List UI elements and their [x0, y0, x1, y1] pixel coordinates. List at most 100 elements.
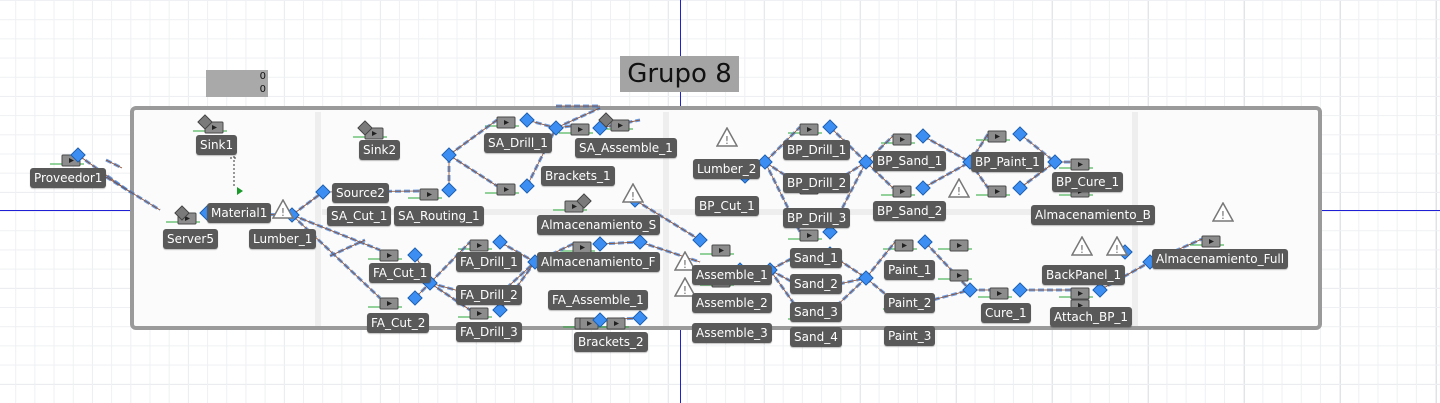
bp-drill-3-label[interactable]: BP_Drill_3: [783, 208, 851, 228]
proveedor1-label[interactable]: Proveedor1: [30, 168, 107, 188]
paint-1-label[interactable]: Paint_1: [884, 260, 936, 280]
bp-cure-1-label[interactable]: BP_Cure_1: [1052, 172, 1124, 192]
almacenamiento-b-label[interactable]: Almacenamiento_B: [1031, 205, 1155, 225]
almacenamiento-s-label[interactable]: Almacenamiento_S: [537, 215, 661, 235]
bp-cut-1-label[interactable]: BP_Cut_1: [695, 196, 759, 216]
brackets-2-label[interactable]: Brackets_2: [574, 332, 648, 352]
bp-sand-2-label[interactable]: BP_Sand_2: [873, 201, 947, 221]
fa-drill-2-label[interactable]: FA_Drill_2: [456, 285, 522, 305]
backpanel-1-label[interactable]: BackPanel_1: [1042, 265, 1126, 285]
node-diamond: [1012, 180, 1028, 196]
bp-drill-1-label[interactable]: BP_Drill_1: [783, 140, 851, 160]
server-glyph: [900, 189, 905, 194]
assemble-1-label[interactable]: Assemble_1: [692, 265, 772, 285]
connector-line: [291, 214, 381, 299]
counter-value-2: 0: [259, 84, 266, 95]
counter-value-1: 0: [259, 71, 266, 82]
bp-drill-2-label[interactable]: BP_Drill_2: [783, 173, 851, 193]
node-diamond: [1047, 154, 1063, 170]
paint-3-label[interactable]: Paint_3: [884, 326, 936, 346]
node-diamond: [315, 184, 331, 200]
status-counter: 0 0: [206, 70, 268, 97]
connector-line: [865, 241, 896, 279]
group-title[interactable]: Grupo 8: [620, 56, 739, 92]
connector-line: [639, 241, 701, 263]
almacenamiento-f-label[interactable]: Almacenamiento_F: [537, 252, 660, 272]
node-diamond: [962, 282, 978, 298]
assemble-2-label[interactable]: Assemble_2: [692, 293, 772, 313]
connector-line: [922, 161, 971, 189]
sa-assemble-1-label[interactable]: SA_Assemble_1: [575, 138, 677, 158]
fa-cut-2-label[interactable]: FA_Cut_2: [367, 313, 430, 333]
server-glyph: [572, 204, 577, 209]
server-glyph: [807, 127, 812, 132]
node-diamond: [519, 112, 535, 128]
svg-text:!: !: [281, 206, 285, 219]
material-marker-icon: [230, 152, 243, 195]
almacenamiento-full-label[interactable]: Almacenamiento_Full: [1152, 249, 1289, 269]
node-diamond: [915, 128, 931, 144]
server-glyph: [504, 120, 509, 125]
sand-2-label[interactable]: Sand_2: [790, 274, 842, 294]
node-diamond: [519, 178, 535, 194]
node-diamond: [858, 154, 874, 170]
material1-label[interactable]: Material1: [207, 203, 272, 223]
bp-sand-1-label[interactable]: BP_Sand_1: [873, 151, 947, 171]
node-diamond: [70, 147, 86, 163]
sa-routing-1-label[interactable]: SA_Routing_1: [394, 206, 484, 226]
connector-line: [865, 161, 894, 189]
server-glyph: [185, 216, 190, 221]
server-glyph: [900, 137, 905, 142]
output-diamond: [357, 120, 373, 136]
fa-drill-3-label[interactable]: FA_Drill_3: [456, 322, 522, 342]
node-diamond: [592, 312, 608, 328]
node-diamond: [822, 119, 838, 135]
fa-assemble-1-label[interactable]: FA_Assemble_1: [548, 290, 648, 310]
server5-label[interactable]: Server5: [163, 229, 218, 249]
connector-line: [555, 107, 601, 129]
node-diamond: [858, 270, 874, 286]
paint-2-label[interactable]: Paint_2: [884, 293, 936, 313]
node-diamond: [757, 154, 773, 170]
connector-line: [329, 239, 366, 257]
bp-paint-1-label[interactable]: BP_Paint_1: [971, 152, 1044, 172]
server-glyph: [902, 243, 907, 248]
source2-label[interactable]: Source2: [332, 183, 389, 203]
server-glyph: [957, 243, 962, 248]
connector-line: [764, 126, 801, 163]
sa-cut-1-label[interactable]: SA_Cut_1: [327, 206, 392, 226]
warning-icon: !: [674, 277, 696, 297]
sand-1-label[interactable]: Sand_1: [790, 248, 842, 268]
connector-line: [1019, 161, 1056, 189]
server-glyph: [618, 123, 623, 128]
fa-cut-1-label[interactable]: FA_Cut_1: [369, 263, 432, 283]
node-diamond: [407, 290, 423, 306]
server-glyph: [372, 131, 377, 136]
node-diamond: [548, 120, 564, 136]
server-glyph: [719, 248, 724, 253]
server-glyph: [1078, 162, 1083, 167]
connector-line: [429, 241, 471, 284]
brackets-1-label[interactable]: Brackets_1: [541, 166, 615, 186]
lumber-2-label[interactable]: Lumber_2: [693, 159, 761, 179]
attach-bp-1-label[interactable]: Attach_BP_1: [1050, 307, 1133, 327]
sa-drill-1-label[interactable]: SA_Drill_1: [484, 133, 552, 153]
server-glyph: [387, 301, 392, 306]
lumber-1-label[interactable]: Lumber_1: [249, 229, 317, 249]
node-diamond: [917, 234, 933, 250]
cure-1-label[interactable]: Cure_1: [981, 303, 1031, 323]
connector-line: [429, 282, 471, 311]
node-diamond: [441, 147, 457, 163]
sand-3-label[interactable]: Sand_3: [790, 302, 842, 322]
sand-4-label[interactable]: Sand_4: [790, 327, 842, 347]
fa-drill-1-label[interactable]: FA_Drill_1: [456, 252, 522, 272]
node-diamond: [407, 247, 423, 263]
assemble-3-label[interactable]: Assemble_3: [692, 323, 772, 343]
output-diamond: [197, 114, 213, 130]
server-glyph: [1209, 239, 1214, 244]
sink2-label[interactable]: Sink2: [359, 140, 401, 160]
sink1-label[interactable]: Sink1: [196, 135, 238, 155]
server-glyph: [477, 243, 482, 248]
node-diamond: [692, 232, 708, 248]
